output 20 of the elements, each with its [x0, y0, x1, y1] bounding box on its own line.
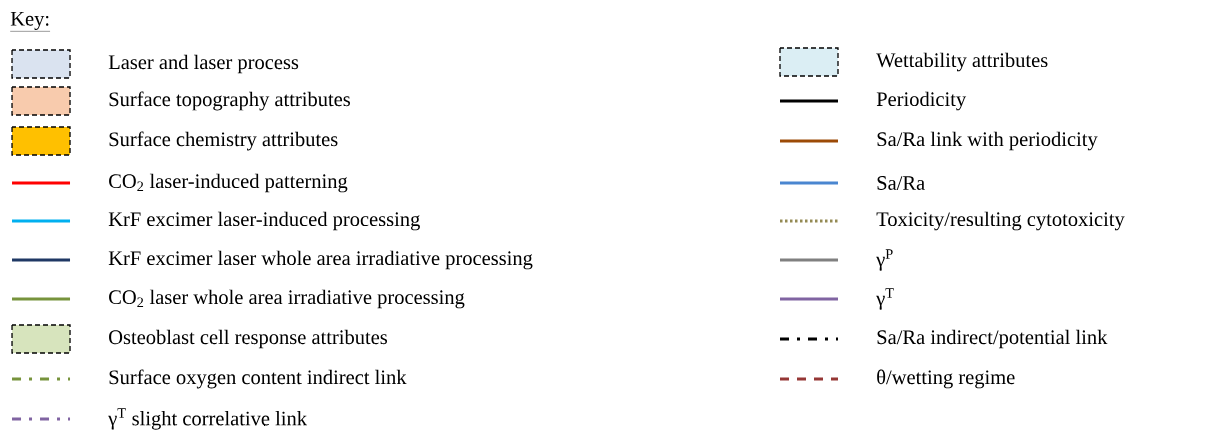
legend-label: Surface chemistry attributes	[109, 131, 338, 151]
legend-label: Sa/Ra	[877, 176, 925, 190]
legend-label: Sa/Ra link with periodicity	[877, 131, 1098, 151]
legend-label: γ$^{T}$ slight correlative link	[108, 408, 307, 430]
legend-label: γ$^{P}$	[876, 249, 893, 271]
legend-label: KrF excimer laser whole area irradiative processing	[108, 250, 533, 270]
legend-label: KrF excimer laser-induced processing	[108, 211, 420, 231]
legend-label: Periodicity	[876, 91, 967, 111]
legend-label: CO$_{2}$ laser whole area irradiative processing	[109, 289, 465, 309]
legend-label: θ/wetting regime	[877, 369, 1015, 389]
legend-label: Wettability attributes	[876, 52, 1048, 72]
legend-label: γ$^{T}$	[876, 288, 894, 310]
legend-label: CO$_{2}$ laser-induced patterning	[109, 173, 348, 193]
legend-label: Toxicity/resulting cytotoxicity	[876, 211, 1125, 231]
legend-label: Sa/Ra indirect/potential link	[877, 329, 1108, 349]
legend-label: Surface oxygen content indirect link	[109, 369, 407, 389]
legend-title: Key:	[10, 12, 51, 32]
legend-label: Surface topography attributes	[109, 91, 350, 111]
legend-label: Laser and laser process	[108, 54, 299, 74]
legend-label: Osteoblast cell response attributes	[109, 329, 387, 349]
